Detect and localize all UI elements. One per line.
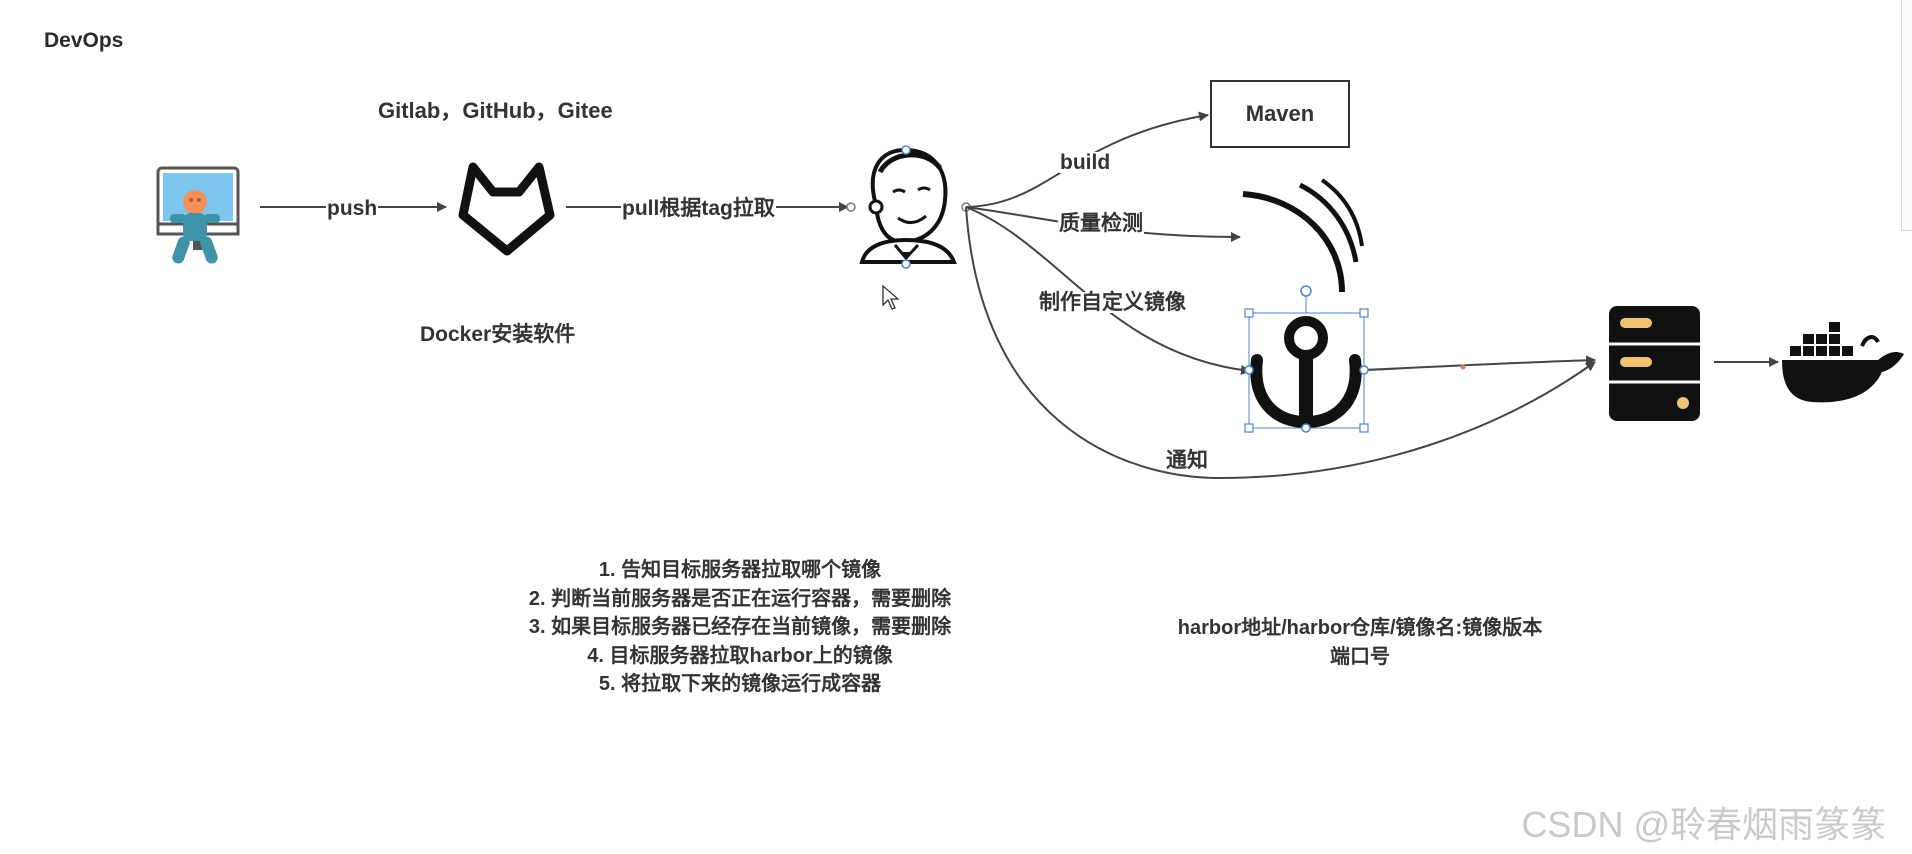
maven-label: Maven [1245,101,1315,126]
notify-arrow [965,206,1596,480]
developer-computer-icon [156,166,240,264]
harbor-address-note: harbor地址/harbor仓库/镜像名:镜像版本 端口号 [1100,614,1620,672]
gitlab-fox-icon [458,162,555,256]
notify-label: 通知 [1165,449,1209,472]
list-item: 5. 将拉取下来的镜像运行成容器 [598,673,882,695]
repos-label: Gitlab，GitHub，Gitee [378,98,613,123]
list-item: 2. 判断当前服务器是否正在运行容器，需要删除 [528,587,952,610]
list-item: 3. 如果目标服务器已经存在当前镜像，需要删除 [528,616,952,638]
pull-label: pull根据tag拉取 [621,197,776,220]
mouse-cursor-icon [882,284,900,310]
list-item: 1. 告知目标服务器拉取哪个镜像 [598,559,882,581]
list-item: 4. 目标服务器拉取harbor上的镜像 [587,644,893,667]
jenkins-butler-icon [846,145,971,269]
docker-install-note: Docker安装软件 [420,323,576,346]
push-label: push [326,197,379,220]
custom-image-label: 制作自定义镜像 [1038,291,1187,314]
quality-label: 质量检测 [1058,212,1144,235]
harbor-address-format: harbor地址/harbor仓库/镜像名:镜像版本 [1177,617,1543,639]
page-title: DevOps [44,29,124,52]
server-rack-icon [1609,306,1700,421]
docker-whale-icon [1782,322,1904,403]
harbor-to-server-arrow [1364,355,1596,371]
vertical-scrollbar[interactable] [1901,0,1912,231]
watermark: CSDN @聆春烟雨篆篆 [1521,804,1886,845]
harbor-anchor-icon [1244,285,1369,433]
maven-box: Maven [1210,80,1350,148]
sonarqube-waves-icon [1242,178,1364,293]
harbor-port-note: 端口号 [1330,646,1390,668]
deploy-steps-list: 1. 告知目标服务器拉取哪个镜像 2. 判断当前服务器是否正在运行容器，需要删除… [420,556,1060,699]
build-label: build [1059,151,1112,174]
